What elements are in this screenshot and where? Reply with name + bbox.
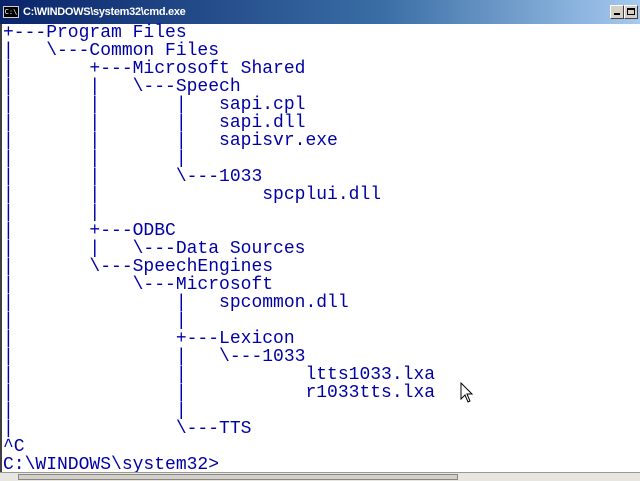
console-line: | +---Lexicon bbox=[3, 329, 295, 349]
console-line: | +---ODBC bbox=[3, 221, 176, 241]
console-line: | | \---1033 bbox=[3, 167, 263, 187]
console-line: | | r1033tts.lxa bbox=[3, 383, 436, 403]
console-line: | \---Microsoft bbox=[3, 275, 274, 295]
console-line: | | bbox=[3, 203, 101, 223]
cmd-icon: C:\ bbox=[3, 6, 19, 18]
console-line: ^C bbox=[3, 437, 25, 457]
console-line: | | \---Speech bbox=[3, 77, 241, 97]
console-line: | | | sapisvr.exe bbox=[3, 131, 338, 151]
mouse-pointer-icon bbox=[460, 382, 474, 403]
window-title: C:\WINDOWS\system32\cmd.exe bbox=[23, 6, 186, 18]
title-bar[interactable]: C:\ C:\WINDOWS\system32\cmd.exe bbox=[0, 0, 640, 24]
console-output[interactable]: +---Program Files| \---Common Files| +--… bbox=[0, 23, 640, 475]
console-line: | | bbox=[3, 401, 187, 421]
console-line: | | | sapi.cpl bbox=[3, 95, 306, 115]
command-prompt: C:\WINDOWS\system32> bbox=[3, 455, 220, 475]
console-line: | | spcommon.dll bbox=[3, 293, 349, 313]
maximize-button[interactable] bbox=[624, 5, 638, 19]
console-line: +---Program Files bbox=[3, 23, 187, 43]
console-line: | | bbox=[3, 311, 187, 331]
console-line: | | \---Data Sources bbox=[3, 239, 306, 259]
console-line: | | | sapi.dll bbox=[3, 113, 306, 133]
console-line: | \---SpeechEngines bbox=[3, 257, 274, 277]
console-line: | | ltts1033.lxa bbox=[3, 365, 436, 385]
console-line: | \---TTS bbox=[3, 419, 252, 439]
console-line: | | spcplui.dll bbox=[3, 185, 382, 205]
console-line: | \---Common Files bbox=[3, 41, 220, 61]
minimize-button[interactable] bbox=[610, 5, 624, 19]
console-line: | | | bbox=[3, 149, 187, 169]
scrollbar-thumb[interactable] bbox=[18, 474, 458, 480]
console-line: | +---Microsoft Shared bbox=[3, 59, 306, 79]
console-line: | | \---1033 bbox=[3, 347, 306, 367]
